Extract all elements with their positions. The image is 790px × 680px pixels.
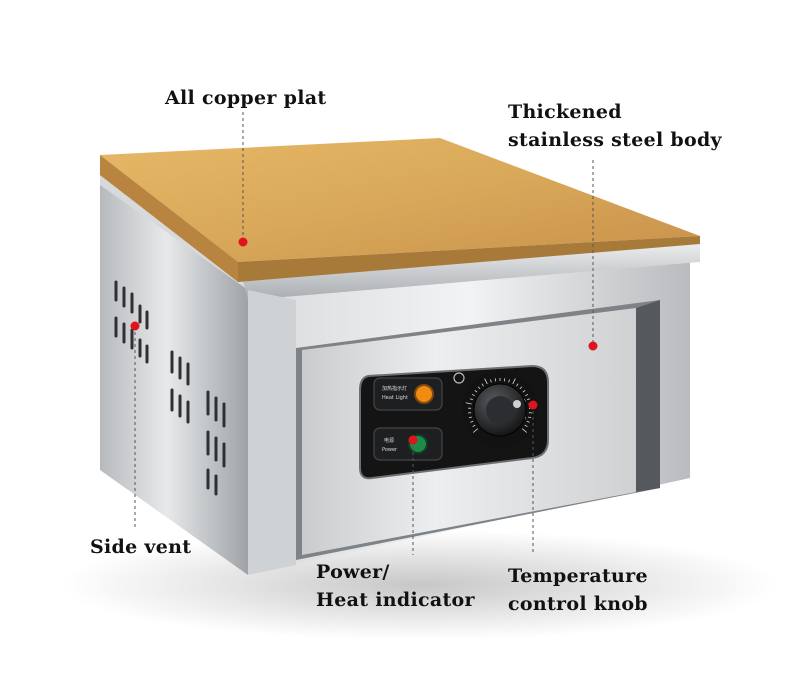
power-cn-text: 电源 — [384, 437, 394, 444]
power-line1: Power/ — [316, 558, 475, 586]
marker-side-vent — [131, 322, 140, 331]
copper-plate-text: All copper plat — [165, 84, 326, 112]
knob-pointer — [513, 400, 521, 408]
label-side-vent: Side vent — [90, 533, 191, 561]
marker-knob — [529, 401, 538, 410]
heat-light-cn-text: 加热指示灯 — [382, 385, 407, 392]
marker-copper-plate — [239, 238, 248, 247]
frame-edge — [636, 300, 660, 492]
heat-indicator-light — [415, 385, 433, 403]
label-temperature-knob: Temperature control knob — [508, 562, 648, 618]
power-en-text: Power — [382, 447, 398, 453]
heat-light-en-text: Heat Light — [382, 395, 408, 401]
power-line2: Heat indicator — [316, 586, 475, 614]
label-copper-plate: All copper plat — [165, 84, 326, 112]
knob-cap — [486, 396, 514, 424]
steel-body-line1: Thickened — [508, 98, 722, 126]
marker-body — [589, 342, 598, 351]
knob-line2: control knob — [508, 590, 648, 618]
knob-line1: Temperature — [508, 562, 648, 590]
front-left-post — [248, 290, 296, 575]
side-vent-text: Side vent — [90, 533, 191, 561]
label-power-indicator: Power/ Heat indicator — [316, 558, 475, 614]
steel-body-line2: stainless steel body — [508, 126, 722, 154]
marker-power — [409, 436, 418, 445]
label-steel-body: Thickened stainless steel body — [508, 98, 722, 154]
